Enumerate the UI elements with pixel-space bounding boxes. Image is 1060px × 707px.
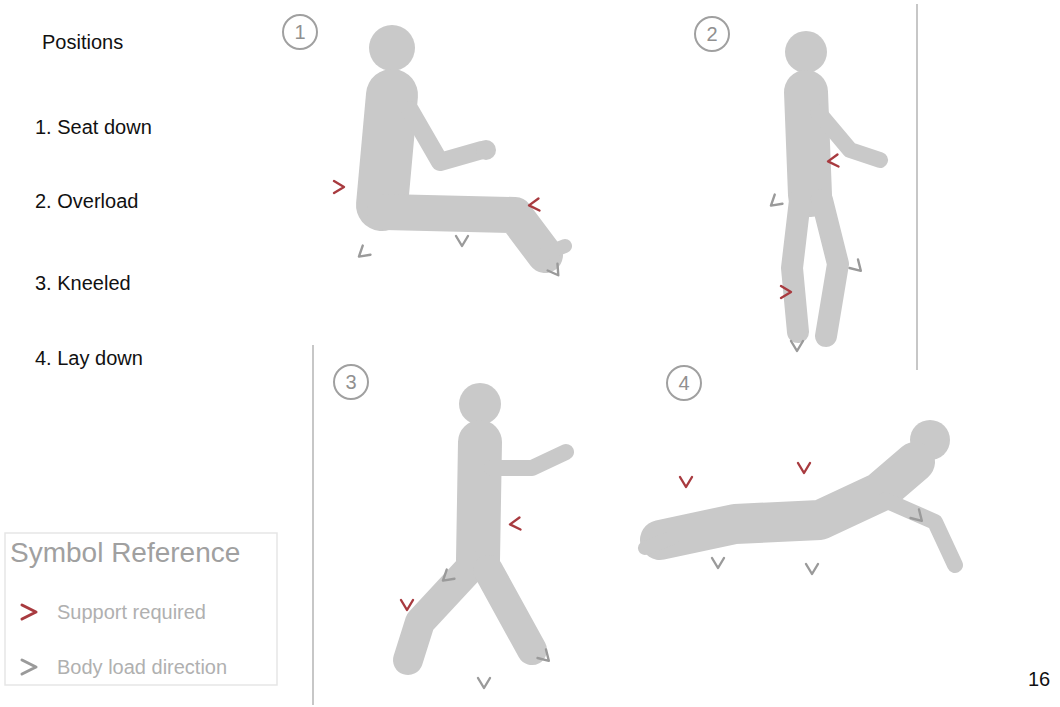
support-chevron (334, 181, 344, 193)
load-chevron (767, 195, 782, 211)
figure-arm (410, 110, 482, 162)
callout-circle: 3 (333, 364, 369, 400)
load-chevron (791, 341, 803, 351)
callout-circle: 1 (282, 14, 318, 50)
callout-number: 1 (294, 22, 305, 42)
legend-chevron-mark (22, 660, 36, 674)
legend-chevron (14, 655, 44, 679)
standing-figure (785, 31, 880, 336)
figure-torso (478, 442, 480, 560)
figure-foot (535, 246, 565, 258)
legend-text: Support required (57, 601, 206, 623)
figure-torso (382, 95, 392, 205)
figure-body (660, 462, 915, 540)
load-chevron (548, 264, 564, 279)
figure-leg (488, 570, 532, 650)
support-chevron (509, 517, 520, 530)
figure-foot (645, 538, 672, 548)
figure-head (459, 383, 501, 425)
load-chevron (439, 570, 454, 586)
callout-number: 2 (706, 24, 717, 44)
legend-entry: Support required (14, 598, 206, 624)
kneeling-figure (408, 383, 566, 660)
callout-number: 3 (345, 372, 356, 392)
support-chevron (680, 477, 692, 487)
load-chevron (538, 650, 554, 666)
lying-figure (645, 420, 955, 565)
figure-leg (408, 566, 472, 660)
list-heading: Positions (42, 30, 123, 54)
position-name: 3. Kneeled (35, 270, 131, 296)
figure-leg (385, 212, 545, 255)
figure-head (785, 31, 827, 73)
load-chevron (355, 246, 370, 262)
figure-arm (492, 452, 566, 468)
position-name: 2. Overload (35, 188, 138, 214)
load-chevron (478, 678, 490, 688)
symbols (334, 154, 926, 688)
legend-chevron-mark (22, 605, 36, 619)
support-chevron (798, 463, 810, 473)
load-chevron (850, 260, 866, 276)
support-chevron (827, 154, 838, 167)
callout-number: 4 (678, 373, 689, 393)
figure-hand (476, 140, 496, 160)
support-chevron (401, 600, 413, 610)
figure-arm (885, 500, 955, 565)
position-name: 1. Seat down (35, 114, 152, 140)
separator-line (312, 345, 314, 705)
load-chevron (712, 558, 724, 568)
separator-line (916, 4, 918, 370)
figure-torso (806, 92, 810, 195)
figure-head (369, 25, 415, 71)
figure-arm (818, 112, 880, 160)
support-chevron (781, 286, 791, 298)
legend-text: Body load direction (57, 656, 227, 678)
figure-leg (792, 200, 800, 332)
page-number: 16 (1028, 666, 1050, 692)
load-chevron (911, 510, 927, 526)
legend-chevron (14, 600, 44, 624)
callout-circle: 2 (694, 16, 730, 52)
load-chevron (806, 564, 818, 574)
legend-entry: Body load direction (14, 653, 227, 679)
seated-figure (369, 25, 565, 258)
position-name: 4. Lay down (35, 345, 143, 371)
legend-title: Symbol Reference (10, 536, 240, 570)
legend-box (5, 533, 277, 685)
support-chevron (528, 198, 539, 211)
callout-circle: 4 (666, 365, 702, 401)
load-chevron (456, 236, 468, 246)
figure-leg (822, 200, 838, 336)
